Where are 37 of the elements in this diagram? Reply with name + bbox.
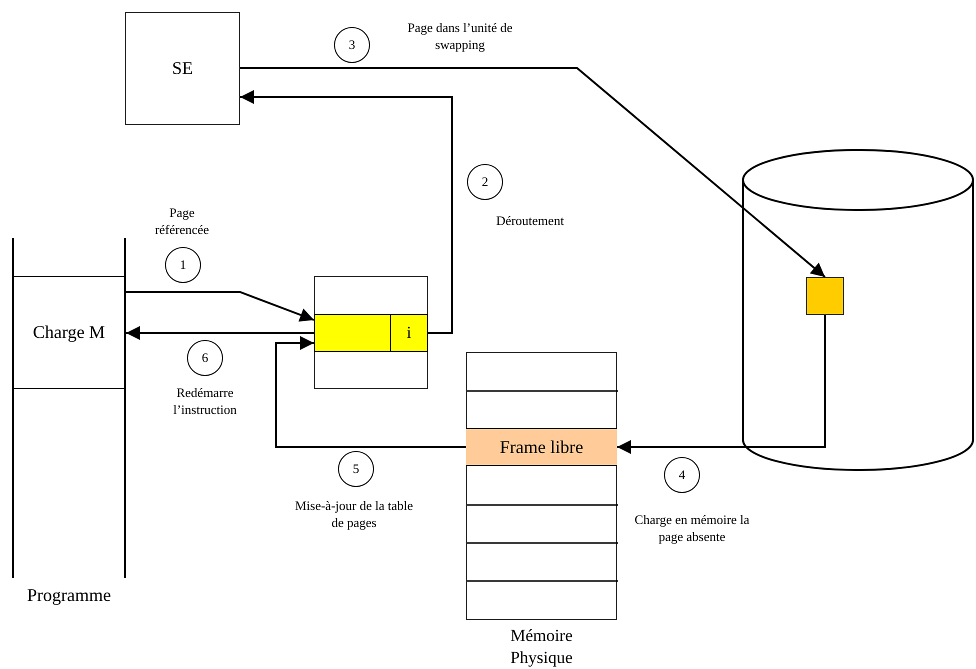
step-number-circle <box>187 340 223 376</box>
step-number: 4 <box>678 468 686 482</box>
swap-page <box>806 277 844 315</box>
load-box <box>12 276 126 389</box>
node-label: Programme <box>26 584 112 606</box>
disk-cylinder <box>742 150 974 470</box>
step-number-circle <box>467 164 503 200</box>
step-number: 5 <box>352 462 360 476</box>
node-label: Charge M <box>32 322 106 343</box>
step-number: 6 <box>202 350 208 366</box>
arrow <box>617 315 826 454</box>
node-label: i <box>406 322 412 342</box>
step-description: Charge en mémoire la page absente <box>634 511 750 545</box>
arrow <box>126 291 314 322</box>
step-number-circle <box>338 451 374 487</box>
node-label: Mémoire Physique <box>509 625 574 669</box>
arrow <box>240 90 453 334</box>
step-number-circle <box>334 27 370 63</box>
step-description: Mise-à-jour de la table de pages <box>294 497 414 531</box>
step-description: Page dans l’unité de swapping <box>406 19 514 53</box>
page-table-entry <box>314 314 428 352</box>
step-description: Déroutement <box>495 212 565 229</box>
step-description: Page référencée <box>154 204 210 238</box>
step-description: Redémarre l’instruction <box>172 384 238 418</box>
arrow <box>240 67 826 278</box>
process-box <box>125 12 240 125</box>
step-number-circle <box>664 457 700 493</box>
node-label: Frame libre <box>500 436 584 458</box>
arrow <box>275 336 466 448</box>
arrow <box>126 326 314 340</box>
step-number: 3 <box>348 38 356 52</box>
page-table <box>314 276 428 389</box>
step-number: 2 <box>482 174 488 190</box>
free-frame <box>466 428 617 466</box>
node-label: SE <box>172 58 193 79</box>
step-number: 1 <box>180 258 186 272</box>
step-number-circle <box>165 247 201 283</box>
